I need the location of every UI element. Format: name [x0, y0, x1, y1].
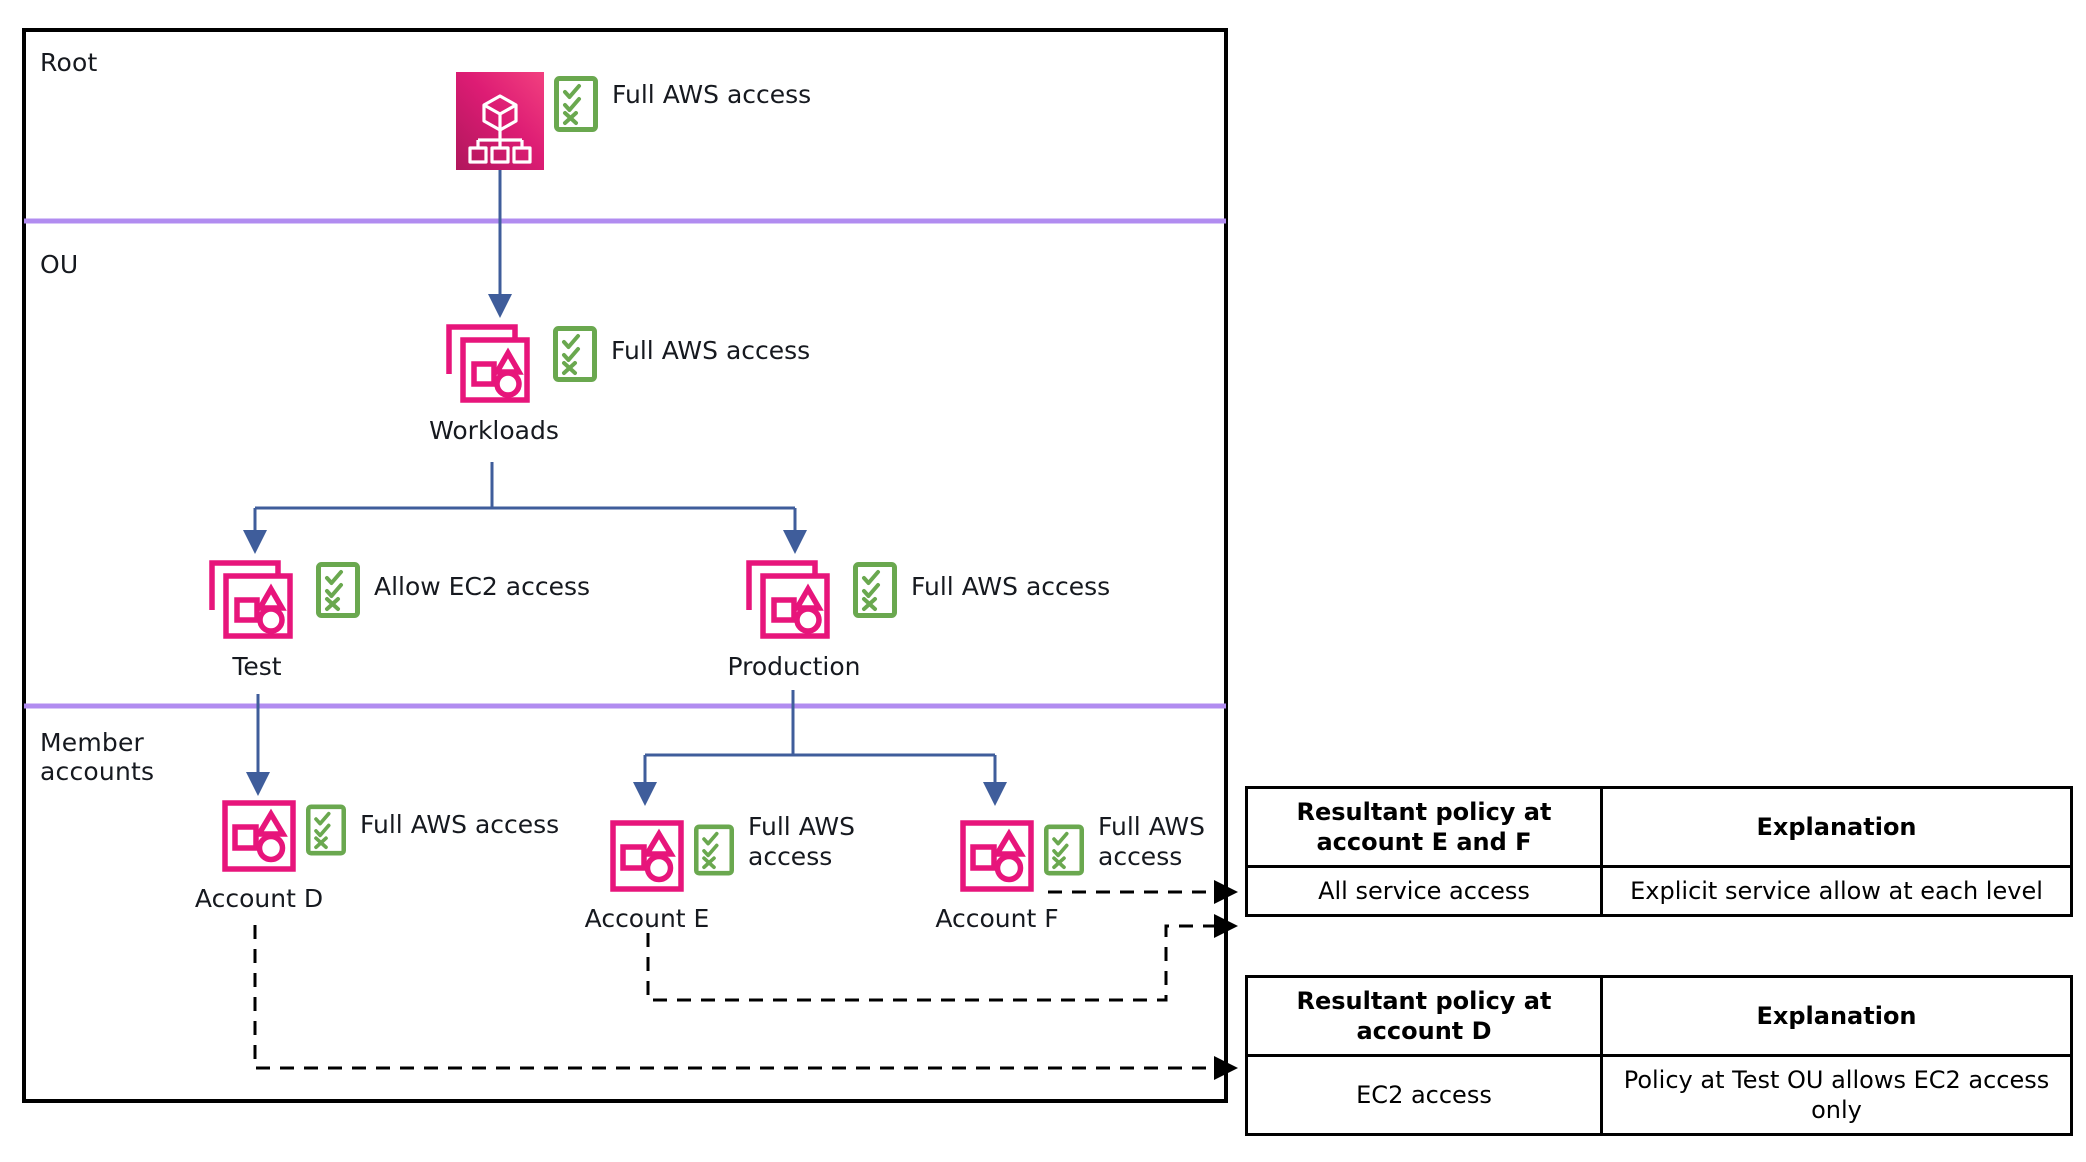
aws-account-icon — [610, 820, 684, 892]
policy-checklist-icon — [554, 76, 598, 132]
callout-accountd-to-table-d — [253, 925, 1238, 1080]
table-cell-explanation-ef: Explicit service allow at each level — [1600, 865, 2073, 917]
node-caption-account-f: Account F — [935, 904, 1059, 933]
policy-checklist-icon — [316, 562, 360, 618]
policy-label-account-f: Full AWS access — [1098, 812, 1206, 871]
node-account-e[interactable]: Full AWS access Account E — [585, 812, 868, 933]
table-cell-resultant-d: EC2 access — [1245, 1054, 1603, 1136]
node-caption-test: Test — [232, 652, 282, 681]
aws-account-icon — [960, 820, 1034, 892]
aws-account-icon — [222, 800, 296, 872]
table-header-explanation-d: Explanation — [1600, 975, 2073, 1057]
table-header-explanation-ef: Explanation — [1600, 786, 2073, 868]
table-resultant-policy-d: Resultant policy at account D Explanatio… — [1245, 975, 2073, 1136]
organizational-unit-icon — [746, 560, 830, 639]
diagram-frame — [22, 28, 1228, 1103]
policy-checklist-icon — [553, 326, 597, 382]
table-header-resultant-d: Resultant policy at account D — [1245, 975, 1603, 1057]
table-row-header: Resultant policy at account D Explanatio… — [1245, 975, 2073, 1057]
table-row: EC2 access Policy at Test OU allows EC2 … — [1245, 1054, 2073, 1136]
organizational-unit-icon — [446, 324, 530, 403]
table-resultant-policy-ef: Resultant policy at account E and F Expl… — [1245, 786, 2073, 917]
table-row-header: Resultant policy at account E and F Expl… — [1245, 786, 2073, 868]
table-header-resultant-ef: Resultant policy at account E and F — [1245, 786, 1603, 868]
policy-checklist-icon — [694, 824, 734, 876]
node-root-org[interactable]: Full AWS access — [456, 72, 811, 170]
node-ou-test[interactable]: Allow EC2 access Test — [208, 558, 591, 681]
zone-label-member-accounts: Member accounts — [40, 728, 155, 786]
edge-workloads-split — [255, 462, 795, 510]
node-ou-workloads[interactable]: Full AWS access Workloads — [429, 322, 811, 445]
node-ou-production[interactable]: Full AWS access Production — [727, 558, 1111, 681]
table-cell-explanation-d: Policy at Test OU allows EC2 access only — [1600, 1054, 2073, 1136]
policy-label-test: Allow EC2 access — [374, 572, 591, 601]
node-account-f[interactable]: Full AWS access Account F — [935, 812, 1218, 933]
policy-checklist-icon — [853, 562, 897, 618]
policy-checklist-icon — [306, 804, 346, 856]
edge-production-split — [645, 690, 995, 757]
zone-label-root: Root — [40, 48, 98, 77]
policy-label-account-e: Full AWS access — [748, 812, 856, 871]
organizational-unit-icon — [209, 560, 293, 639]
node-caption-account-e: Account E — [584, 904, 710, 933]
table-row: All service access Explicit service allo… — [1245, 865, 2073, 917]
policy-label-root: Full AWS access — [612, 80, 812, 109]
policy-label-account-d: Full AWS access — [360, 810, 560, 839]
policy-label-production: Full AWS access — [911, 572, 1111, 601]
callout-accounte-to-table-ef — [646, 914, 1238, 1002]
node-caption-workloads: Workloads — [429, 416, 559, 445]
organization-root-icon — [456, 72, 544, 170]
node-caption-account-d: Account D — [194, 884, 324, 913]
policy-checklist-icon — [1044, 824, 1084, 876]
node-caption-production: Production — [727, 652, 861, 681]
node-account-d[interactable]: Full AWS access Account D — [195, 800, 560, 913]
table-cell-resultant-ef: All service access — [1245, 865, 1603, 917]
policy-label-workloads: Full AWS access — [611, 336, 811, 365]
zone-label-ou: OU — [40, 250, 79, 279]
